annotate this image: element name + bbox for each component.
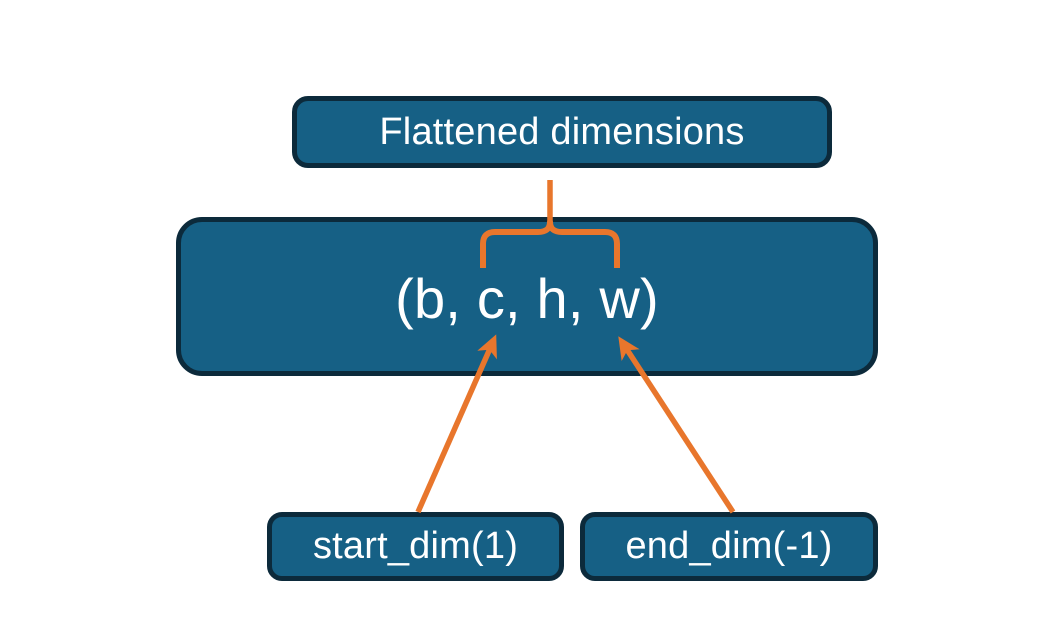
node-end-dim-label: end_dim(-1) bbox=[625, 525, 833, 567]
node-tensor-shape-label: (b, c, h, w) bbox=[395, 266, 659, 330]
node-flattened-dimensions[interactable]: Flattened dimensions bbox=[292, 96, 832, 168]
node-end-dim[interactable]: end_dim(-1) bbox=[580, 512, 878, 581]
node-start-dim-label: start_dim(1) bbox=[312, 525, 519, 567]
node-flattened-dimensions-label: Flattened dimensions bbox=[379, 110, 745, 153]
node-tensor-shape[interactable]: (b, c, h, w) bbox=[176, 217, 878, 376]
node-start-dim[interactable]: start_dim(1) bbox=[267, 512, 564, 581]
